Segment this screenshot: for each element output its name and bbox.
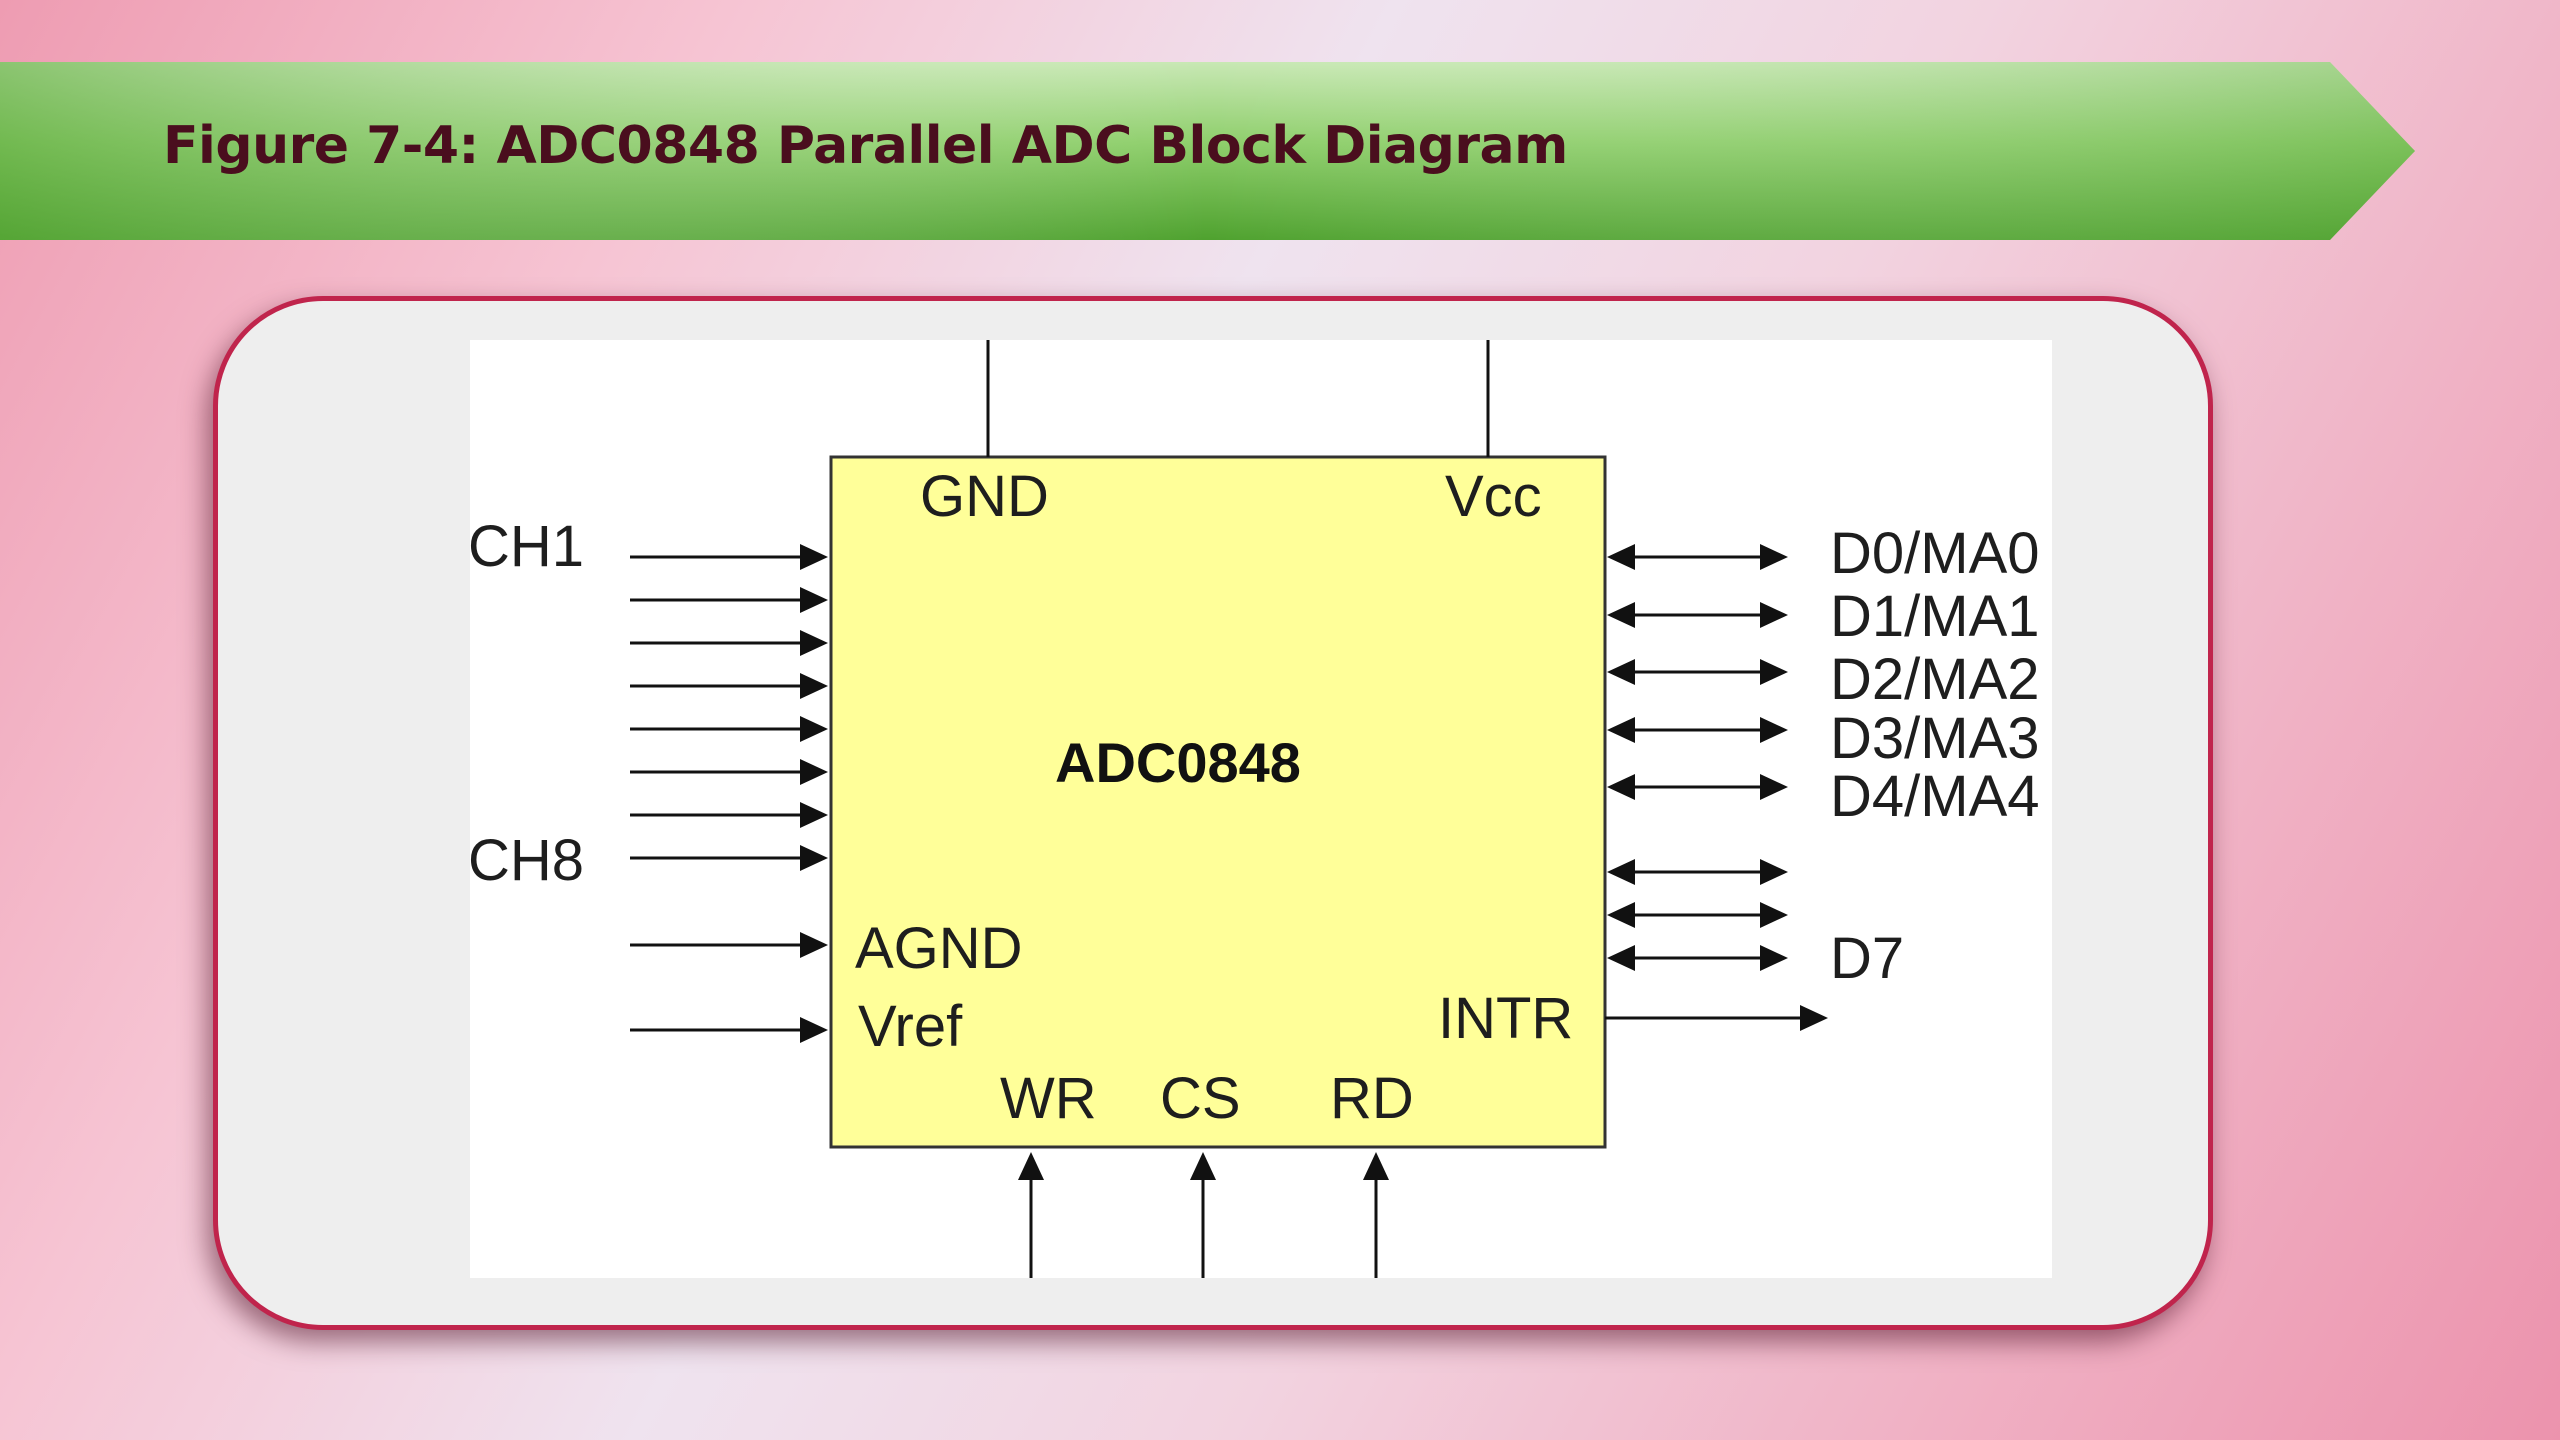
d4-ma4-label: D4/MA4 — [1830, 764, 2040, 829]
wr-label: WR — [1000, 1066, 1097, 1131]
intr-label: INTR — [1438, 986, 1574, 1051]
banner-shape — [0, 62, 2415, 240]
chip-box — [829, 455, 1607, 1149]
cs-arrow — [1190, 1152, 1216, 1278]
rd-label: RD — [1330, 1066, 1414, 1131]
wr-arrow — [1018, 1152, 1044, 1278]
block-diagram: GND Vcc ADC0848 CH1 CH8 AGND Vref WR CS … — [468, 340, 2052, 1278]
d1-ma1-label: D1/MA1 — [1830, 584, 2040, 649]
title-banner — [0, 62, 2420, 240]
agnd-arrow — [630, 932, 828, 958]
d2-ma2-label: D2/MA2 — [1830, 647, 2040, 712]
diagram-drawing — [630, 340, 1828, 1278]
ch1-label: CH1 — [468, 514, 585, 579]
vref-arrow — [630, 1017, 828, 1043]
agnd-label: AGND — [855, 916, 1023, 981]
slide-title: Figure 7-4: ADC0848 Parallel ADC Block D… — [163, 116, 1568, 176]
vcc-label: Vcc — [1445, 464, 1542, 529]
cs-label: CS — [1160, 1066, 1241, 1131]
data-bus-arrows — [1607, 544, 1788, 971]
ch8-label: CH8 — [468, 828, 585, 893]
vref-label: Vref — [858, 994, 963, 1059]
channel-input-arrows — [630, 544, 828, 871]
d0-ma0-label: D0/MA0 — [1830, 521, 2040, 586]
intr-arrow — [1605, 1005, 1828, 1031]
chip-name: ADC0848 — [1055, 731, 1301, 794]
d3-ma3-label: D3/MA3 — [1830, 706, 2040, 771]
d7-label: D7 — [1830, 926, 1905, 991]
rd-arrow — [1363, 1152, 1389, 1278]
gnd-label: GND — [920, 464, 1049, 529]
